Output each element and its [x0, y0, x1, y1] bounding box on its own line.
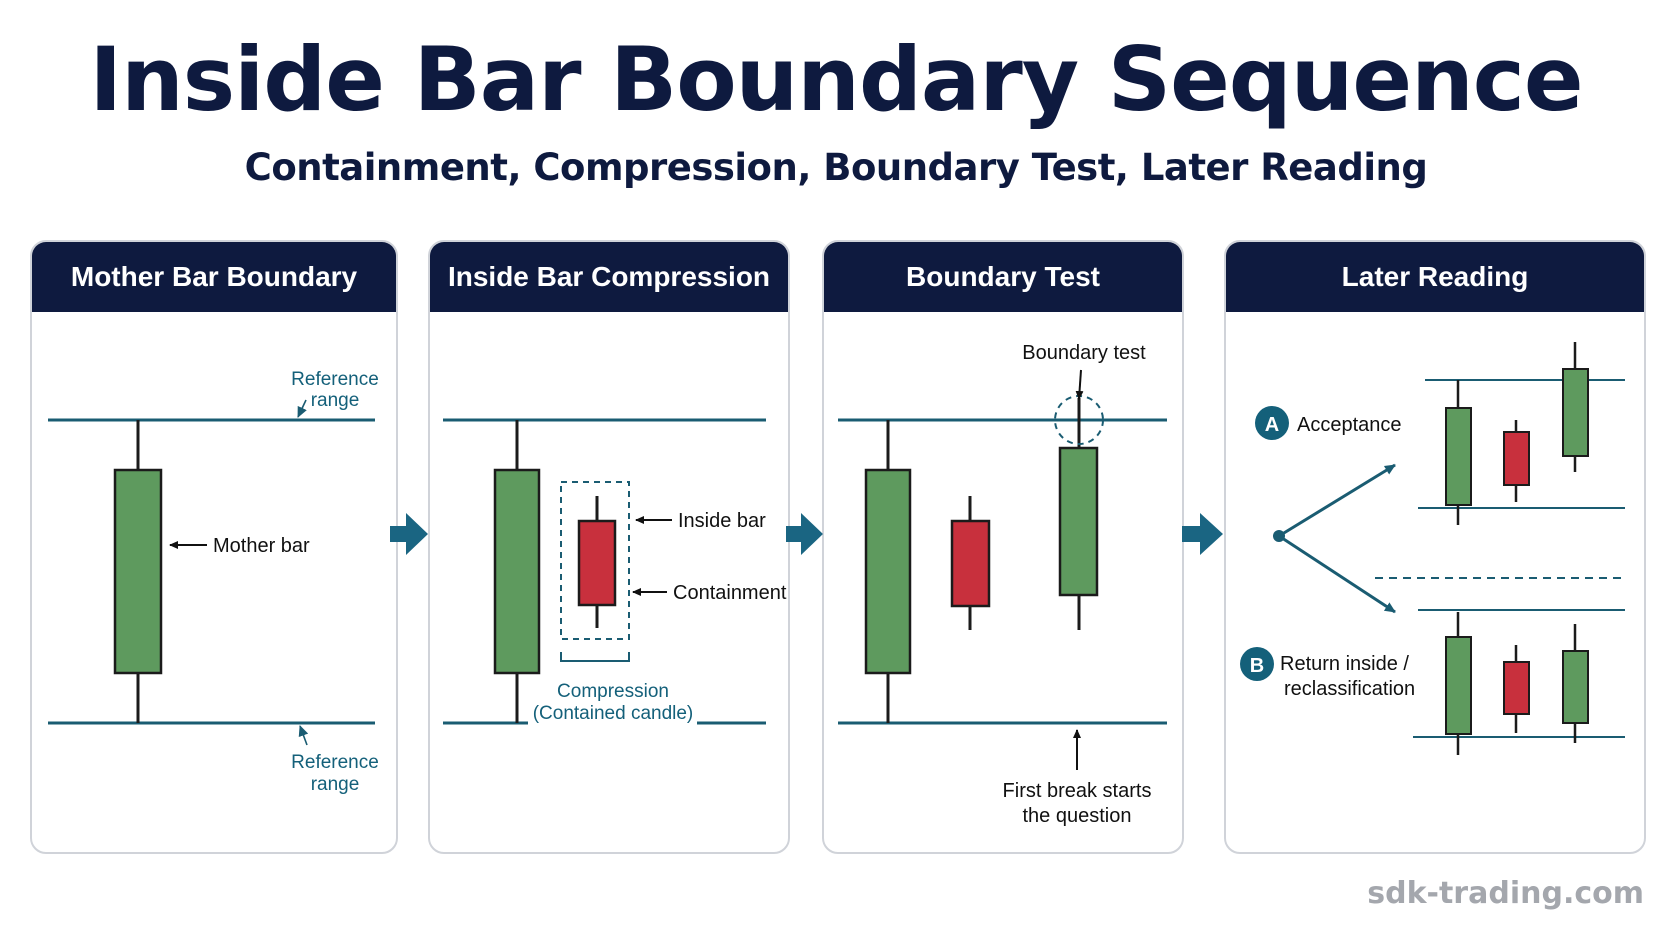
reference-bottom-label: range [311, 774, 360, 795]
mother-bar-body [864, 468, 912, 675]
step-arrow-icon [390, 513, 428, 555]
step-arrow-icon [786, 513, 823, 555]
mother-bar-body [493, 468, 541, 675]
mother-bar-body [113, 468, 163, 675]
scenario-a-candle-1 [1445, 407, 1472, 506]
return-inside-label: Return inside / [1280, 653, 1409, 675]
compression-bracket [560, 652, 630, 662]
panel-header: Later Reading [1226, 242, 1644, 312]
acceptance-label: Acceptance [1297, 414, 1402, 436]
boundary-test-diagram: Boundary test First break starts the que… [838, 342, 1167, 827]
inside-bar-body [950, 519, 991, 608]
panel-header: Mother Bar Boundary [32, 242, 396, 312]
badge-b-icon [1240, 647, 1274, 681]
branch-arrow-acceptance [1278, 463, 1396, 538]
inside-bar-body [577, 519, 617, 607]
branch-arrow-return [1278, 534, 1396, 614]
first-break-label: First break starts [1003, 780, 1152, 802]
later-reading-diagram: A Acceptance B Return inside / reclassif… [1240, 342, 1625, 755]
inside-bar-diagram: Inside bar Containment Compression (Cont… [443, 418, 787, 725]
scenario-a-candle-3 [1562, 368, 1589, 457]
reference-bottom-label: Reference [291, 752, 379, 773]
containment-label: Containment [673, 582, 787, 604]
panel-mother-bar-boundary: Mother Bar Boundary [30, 240, 398, 854]
compression-label: (Contained candle) [533, 703, 694, 724]
panel-header: Boundary Test [824, 242, 1182, 312]
return-inside-label: reclassification [1284, 678, 1415, 700]
badge-a-icon [1255, 406, 1289, 440]
reference-bottom-arrow [298, 725, 309, 746]
page-subtitle: Containment, Compression, Boundary Test,… [244, 146, 1428, 189]
scenario-b-candle-2 [1503, 661, 1530, 715]
mother-bar-diagram: Mother bar Reference range Reference ran… [48, 369, 379, 795]
breakout-bar-body [1058, 446, 1099, 597]
mother-bar-label: Mother bar [213, 535, 310, 557]
scenario-b-candle-1 [1445, 636, 1472, 735]
reference-top-label: Reference [291, 369, 379, 390]
site-watermark: sdk-trading.com [1367, 876, 1644, 911]
compression-label: Compression [557, 681, 669, 702]
scenario-b-candle-3 [1562, 650, 1589, 724]
page-title: Inside Bar Boundary Sequence [89, 28, 1583, 131]
scenario-a-candle-2 [1503, 431, 1530, 486]
reference-top-arrow [297, 399, 307, 418]
panel-header: Inside Bar Compression [430, 242, 788, 312]
badge-a-letter: A [1265, 414, 1279, 436]
boundary-test-label: Boundary test [1022, 342, 1146, 364]
boundary-test-arrow [1075, 369, 1084, 400]
step-arrow-icon [1182, 513, 1223, 555]
inside-bar-label: Inside bar [678, 510, 766, 532]
badge-b-letter: B [1250, 655, 1264, 677]
containment-box [560, 481, 630, 640]
first-break-label: the question [1023, 805, 1132, 827]
reference-top-label: range [311, 390, 360, 411]
